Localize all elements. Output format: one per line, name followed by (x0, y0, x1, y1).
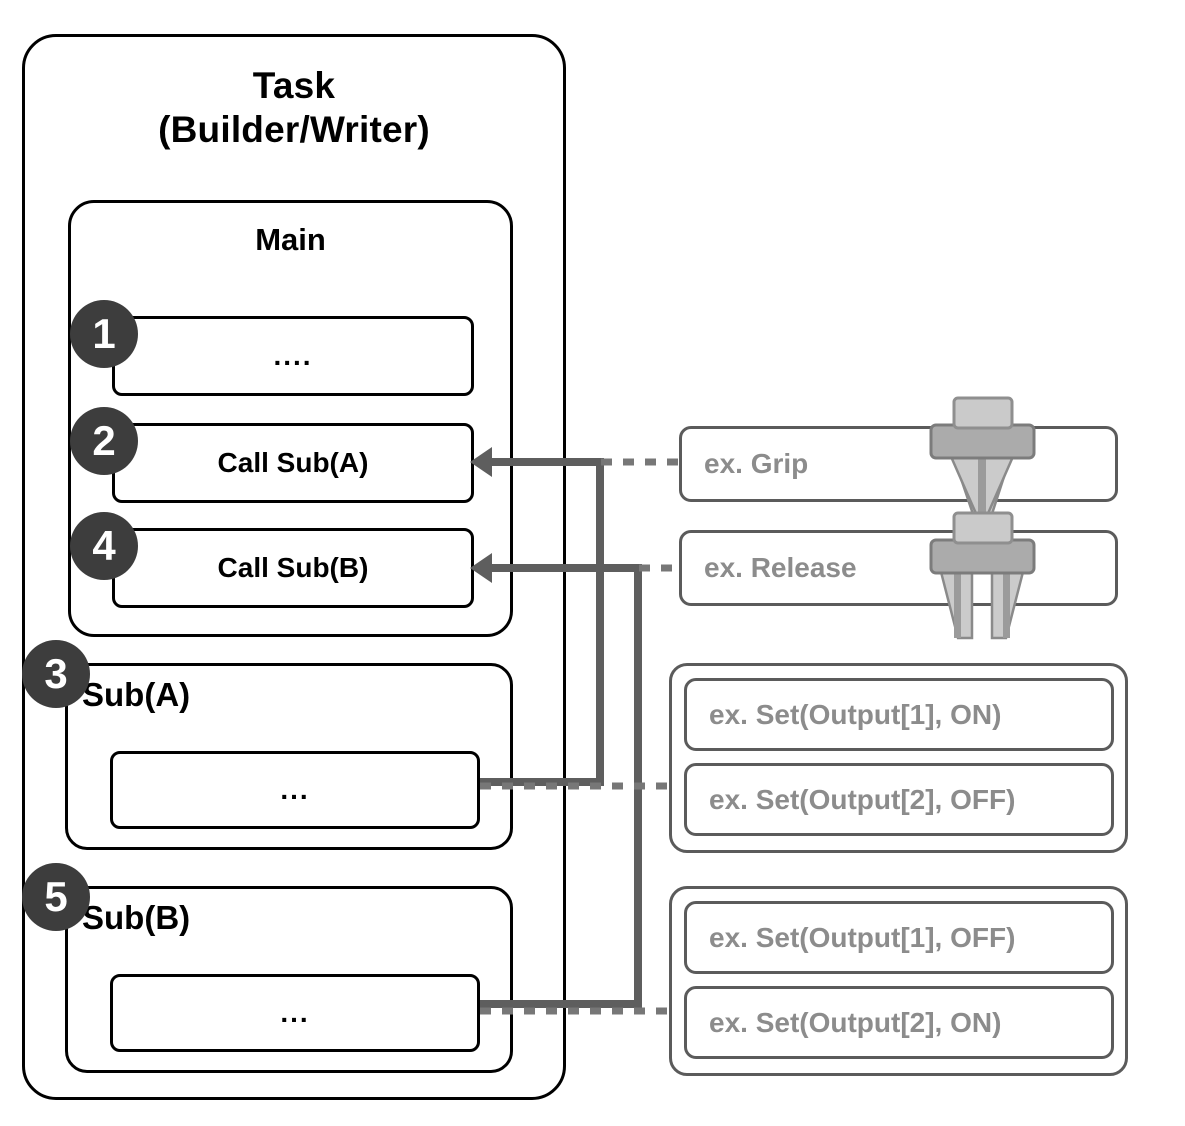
main-step-label-1: .... (273, 340, 313, 371)
task-title: Task (Builder/Writer) (22, 64, 566, 151)
sub-a-body-box[interactable]: ... (110, 751, 480, 829)
step-badge-1: 1 (70, 300, 138, 368)
example-sub-a-box-1[interactable]: ex. Set(Output[1], ON) (684, 678, 1114, 751)
main-step-label-4: Call Sub(B) (217, 552, 369, 583)
main-title: Main (255, 222, 326, 257)
main-step-box-2[interactable]: Call Sub(A) (112, 423, 474, 503)
example-grip-label: ex. Grip (704, 448, 809, 479)
task-title-line1: Task (252, 65, 336, 106)
step-badge-5: 5 (22, 863, 90, 931)
main-container (68, 200, 513, 637)
sub-b-title: Sub(B) (82, 899, 191, 936)
step-badge-3: 3 (22, 640, 90, 708)
main-step-label-2: Call Sub(A) (217, 447, 369, 478)
step-badge-4: 4 (70, 512, 138, 580)
example-sub-b-label-2: ex. Set(Output[2], ON) (709, 1006, 1002, 1038)
step-badge-2: 2 (70, 407, 138, 475)
sub-b-body-box[interactable]: ... (110, 974, 480, 1052)
sub-b-body-label: ... (280, 997, 310, 1028)
example-grip-box[interactable]: ex. Grip (679, 426, 1118, 502)
example-release-box[interactable]: ex. Release (679, 530, 1118, 606)
main-step-box-1[interactable]: .... (112, 316, 474, 396)
example-sub-a-label-1: ex. Set(Output[1], ON) (709, 698, 1002, 730)
sub-a-title: Sub(A) (82, 676, 191, 713)
example-sub-b-box-1[interactable]: ex. Set(Output[1], OFF) (684, 901, 1114, 974)
main-step-box-4[interactable]: Call Sub(B) (112, 528, 474, 608)
example-sub-b-label-1: ex. Set(Output[1], OFF) (709, 921, 1016, 953)
example-sub-b-box-2[interactable]: ex. Set(Output[2], ON) (684, 986, 1114, 1059)
task-title-line2: (Builder/Writer) (158, 108, 430, 150)
example-sub-a-box-2[interactable]: ex. Set(Output[2], OFF) (684, 763, 1114, 836)
sub-a-body-label: ... (280, 774, 310, 805)
example-release-label: ex. Release (704, 552, 857, 583)
example-sub-a-label-2: ex. Set(Output[2], OFF) (709, 783, 1016, 815)
